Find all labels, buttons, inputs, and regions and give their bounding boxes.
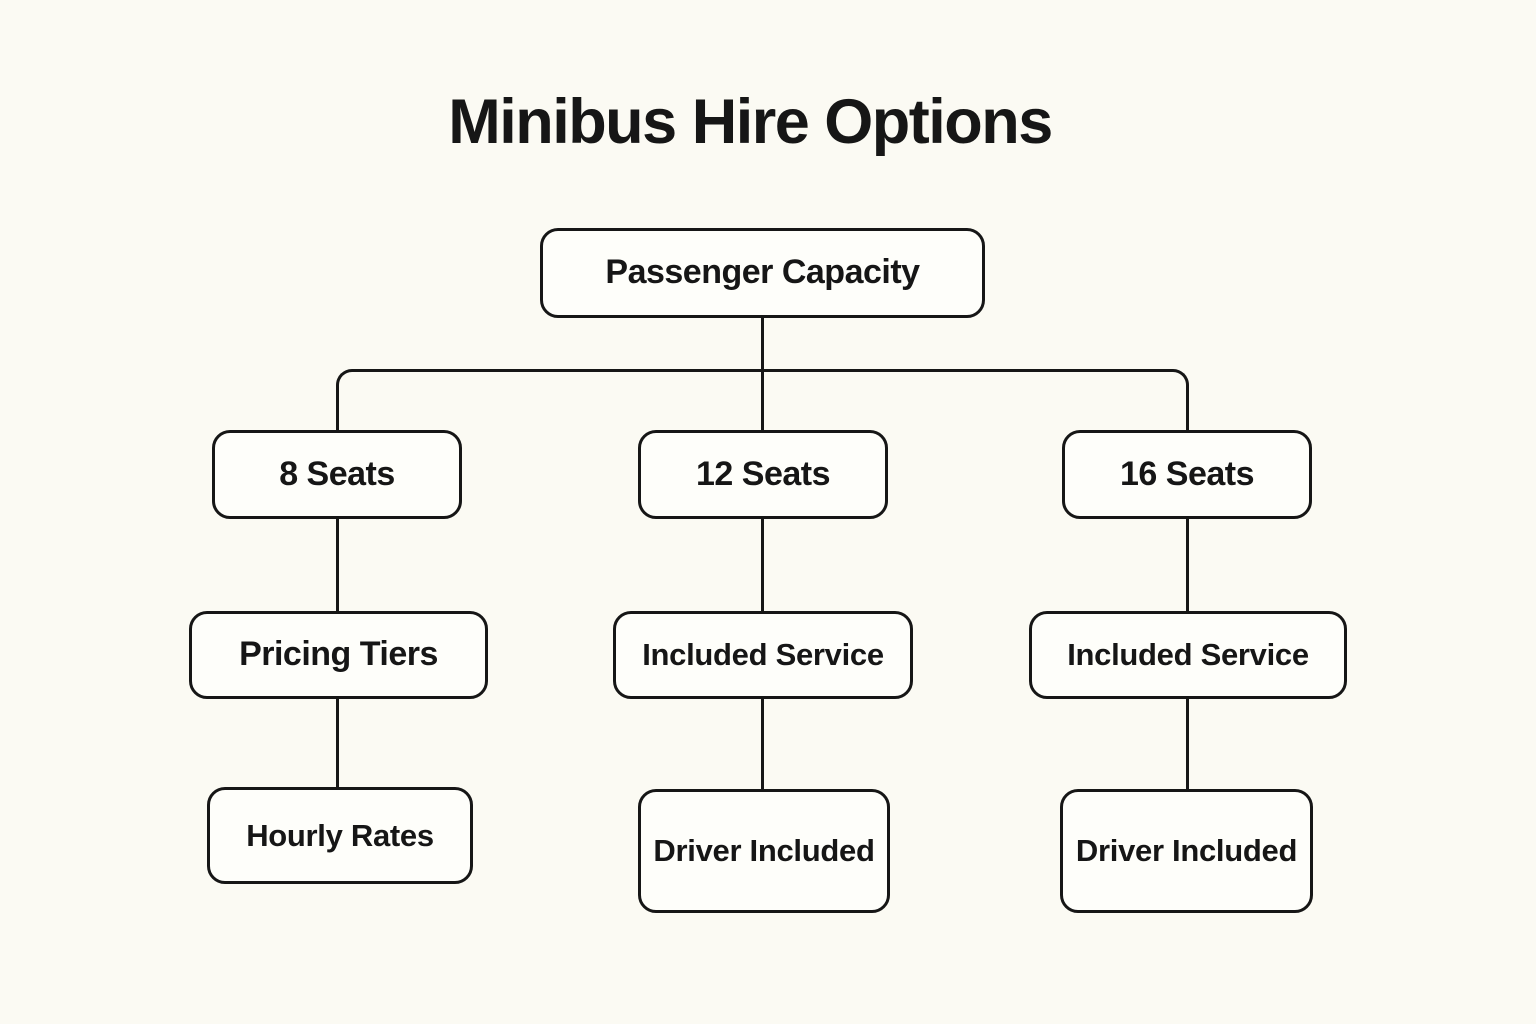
connector-root-stem xyxy=(761,318,764,430)
node-16-seats: 16 Seats xyxy=(1062,430,1312,519)
connector-service-driver-12 xyxy=(761,699,764,789)
connector-8seats-pricing xyxy=(336,519,339,611)
connector-12seats-service xyxy=(761,519,764,611)
node-passenger-capacity: Passenger Capacity xyxy=(540,228,985,318)
connector-branch-bracket xyxy=(336,369,1189,430)
node-pricing-tiers: Pricing Tiers xyxy=(189,611,488,699)
page-title: Minibus Hire Options xyxy=(448,87,1053,157)
node-12-seats: 12 Seats xyxy=(638,430,888,519)
node-8-seats: 8 Seats xyxy=(212,430,462,519)
node-driver-included-12: Driver Included xyxy=(638,789,890,913)
node-included-service-16: Included Service xyxy=(1029,611,1347,699)
node-included-service-12: Included Service xyxy=(613,611,913,699)
node-driver-included-16: Driver Included xyxy=(1060,789,1313,913)
connector-pricing-hourly xyxy=(336,699,339,787)
connector-16seats-service xyxy=(1186,519,1189,611)
connector-service-driver-16 xyxy=(1186,699,1189,789)
node-hourly-rates: Hourly Rates xyxy=(207,787,473,884)
